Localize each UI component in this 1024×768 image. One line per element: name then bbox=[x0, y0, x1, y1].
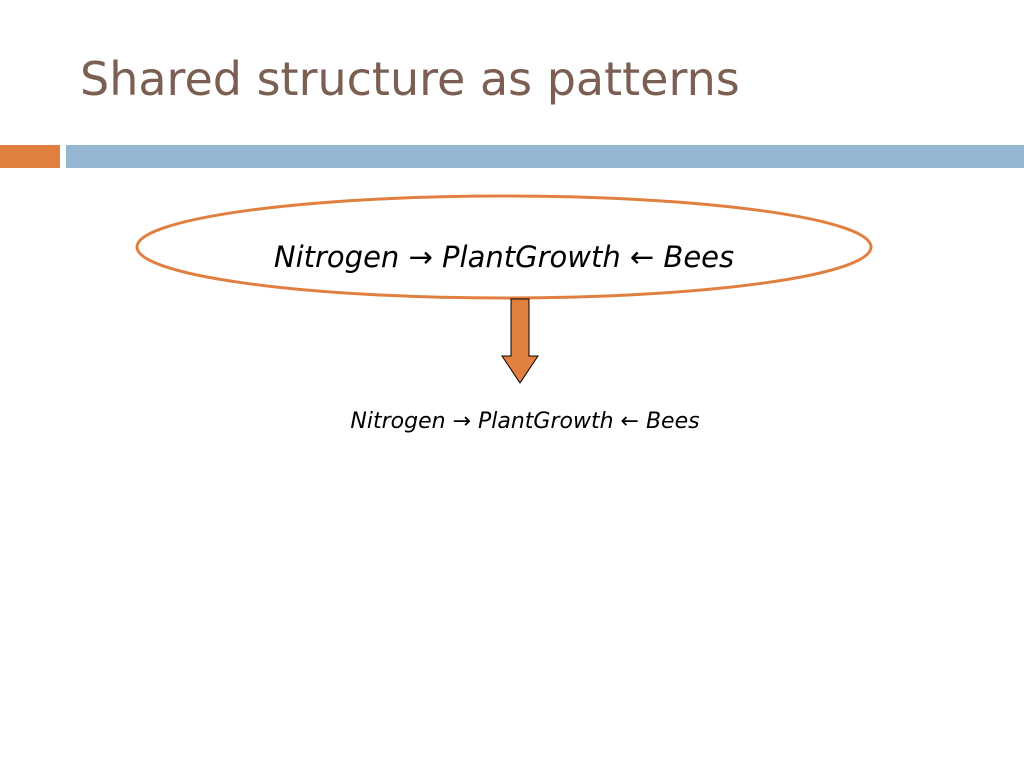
pattern-formula: Nitrogen → PlantGrowth ← Bees bbox=[273, 240, 735, 274]
accent-bar-blue bbox=[66, 145, 1024, 168]
instance-formula: Nitrogen → PlantGrowth ← Bees bbox=[350, 409, 700, 434]
down-arrow bbox=[501, 298, 539, 384]
accent-bar-orange bbox=[0, 145, 60, 168]
pattern-ellipse bbox=[135, 194, 873, 300]
slide-title: Shared structure as patterns bbox=[80, 52, 740, 106]
